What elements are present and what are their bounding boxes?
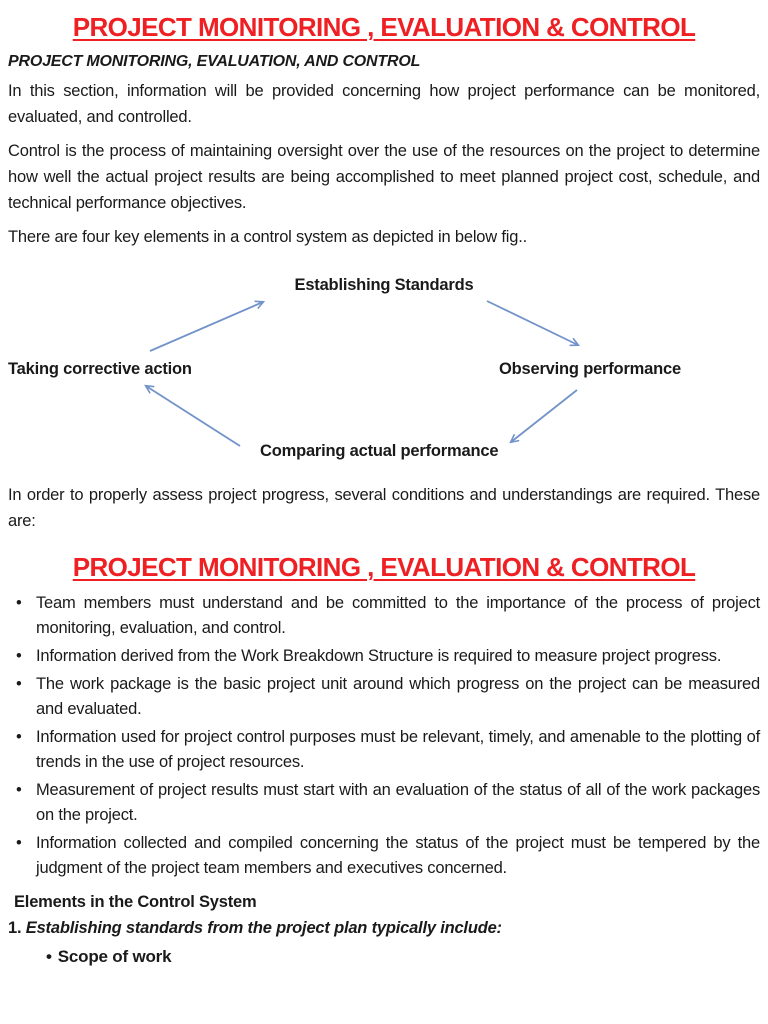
bullet-text: Information used for project control pur… — [36, 728, 760, 771]
numbered-item-1: 1. Establishing standards from the proje… — [8, 919, 760, 938]
diagram-node-comparing-actual-performance: Comparing actual performance — [260, 442, 499, 460]
conditions-bullet-list: • Team members must understand and be co… — [8, 591, 760, 881]
diagram-node-observing-performance: Observing performance — [499, 360, 681, 378]
sub-bullet-marker-icon: • — [46, 947, 52, 966]
intro-paragraph-1: In this section, information will be pro… — [8, 82, 760, 126]
arrow-bottom-to-left — [146, 386, 241, 447]
arrow-right-to-bottom — [511, 389, 578, 442]
bullet-text: Information derived from the Work Breakd… — [36, 647, 722, 665]
bullet-item: • The work package is the basic project … — [8, 672, 760, 722]
bullet-text: Information collected and compiled conce… — [36, 834, 760, 877]
bullet-marker-icon: • — [16, 781, 22, 799]
section2-title: PROJECT MONITORING , EVALUATION & CONTRO… — [72, 552, 696, 582]
bullet-text: Team members must understand and be comm… — [36, 594, 760, 637]
bullet-text: Measurement of project results must star… — [36, 781, 760, 824]
bullet-marker-icon: • — [16, 647, 22, 665]
intro-paragraph-3: There are four key elements in a control… — [8, 228, 527, 246]
bullet-item: • Measurement of project results must st… — [8, 778, 760, 828]
document-subtitle: PROJECT MONITORING, EVALUATION, AND CONT… — [8, 53, 421, 70]
item-number: 1. — [8, 919, 22, 937]
bullet-marker-icon: • — [16, 675, 22, 693]
bullet-marker-icon: • — [16, 728, 22, 746]
bullet-text: The work package is the basic project un… — [36, 675, 760, 718]
diagram-node-taking-corrective-action: Taking corrective action — [8, 360, 192, 378]
bullet-item: • Team members must understand and be co… — [8, 591, 760, 641]
bullet-item: • Information used for project control p… — [8, 725, 760, 775]
elements-in-control-system-section: Elements in the Control System 1. Establ… — [8, 893, 760, 967]
sub-bullet-item: • Scope of work — [8, 947, 760, 967]
intro-paragraph-2: Control is the process of maintaining ov… — [8, 142, 760, 212]
diagram-node-establishing-standards: Establishing Standards — [294, 276, 474, 294]
item-text: Establishing standards from the project … — [25, 919, 502, 937]
page-title: PROJECT MONITORING , EVALUATION & CONTRO… — [72, 12, 696, 42]
cycle-arrows — [8, 300, 760, 447]
bullet-marker-icon: • — [16, 834, 22, 852]
bullet-item: • Information derived from the Work Brea… — [8, 644, 760, 669]
arrow-left-to-top — [149, 302, 263, 352]
document-page: PROJECT MONITORING , EVALUATION & CONTRO… — [8, 12, 760, 967]
control-cycle-diagram: Establishing Standards Taking corrective… — [8, 274, 760, 482]
bullet-item: • Information collected and compiled con… — [8, 831, 760, 881]
bullet-marker-icon: • — [16, 594, 22, 612]
arrow-top-to-right — [486, 300, 578, 345]
sub-bullet-text: Scope of work — [57, 947, 172, 966]
elements-section-heading: Elements in the Control System — [14, 893, 257, 911]
assessment-paragraph: In order to properly assess project prog… — [8, 486, 760, 530]
